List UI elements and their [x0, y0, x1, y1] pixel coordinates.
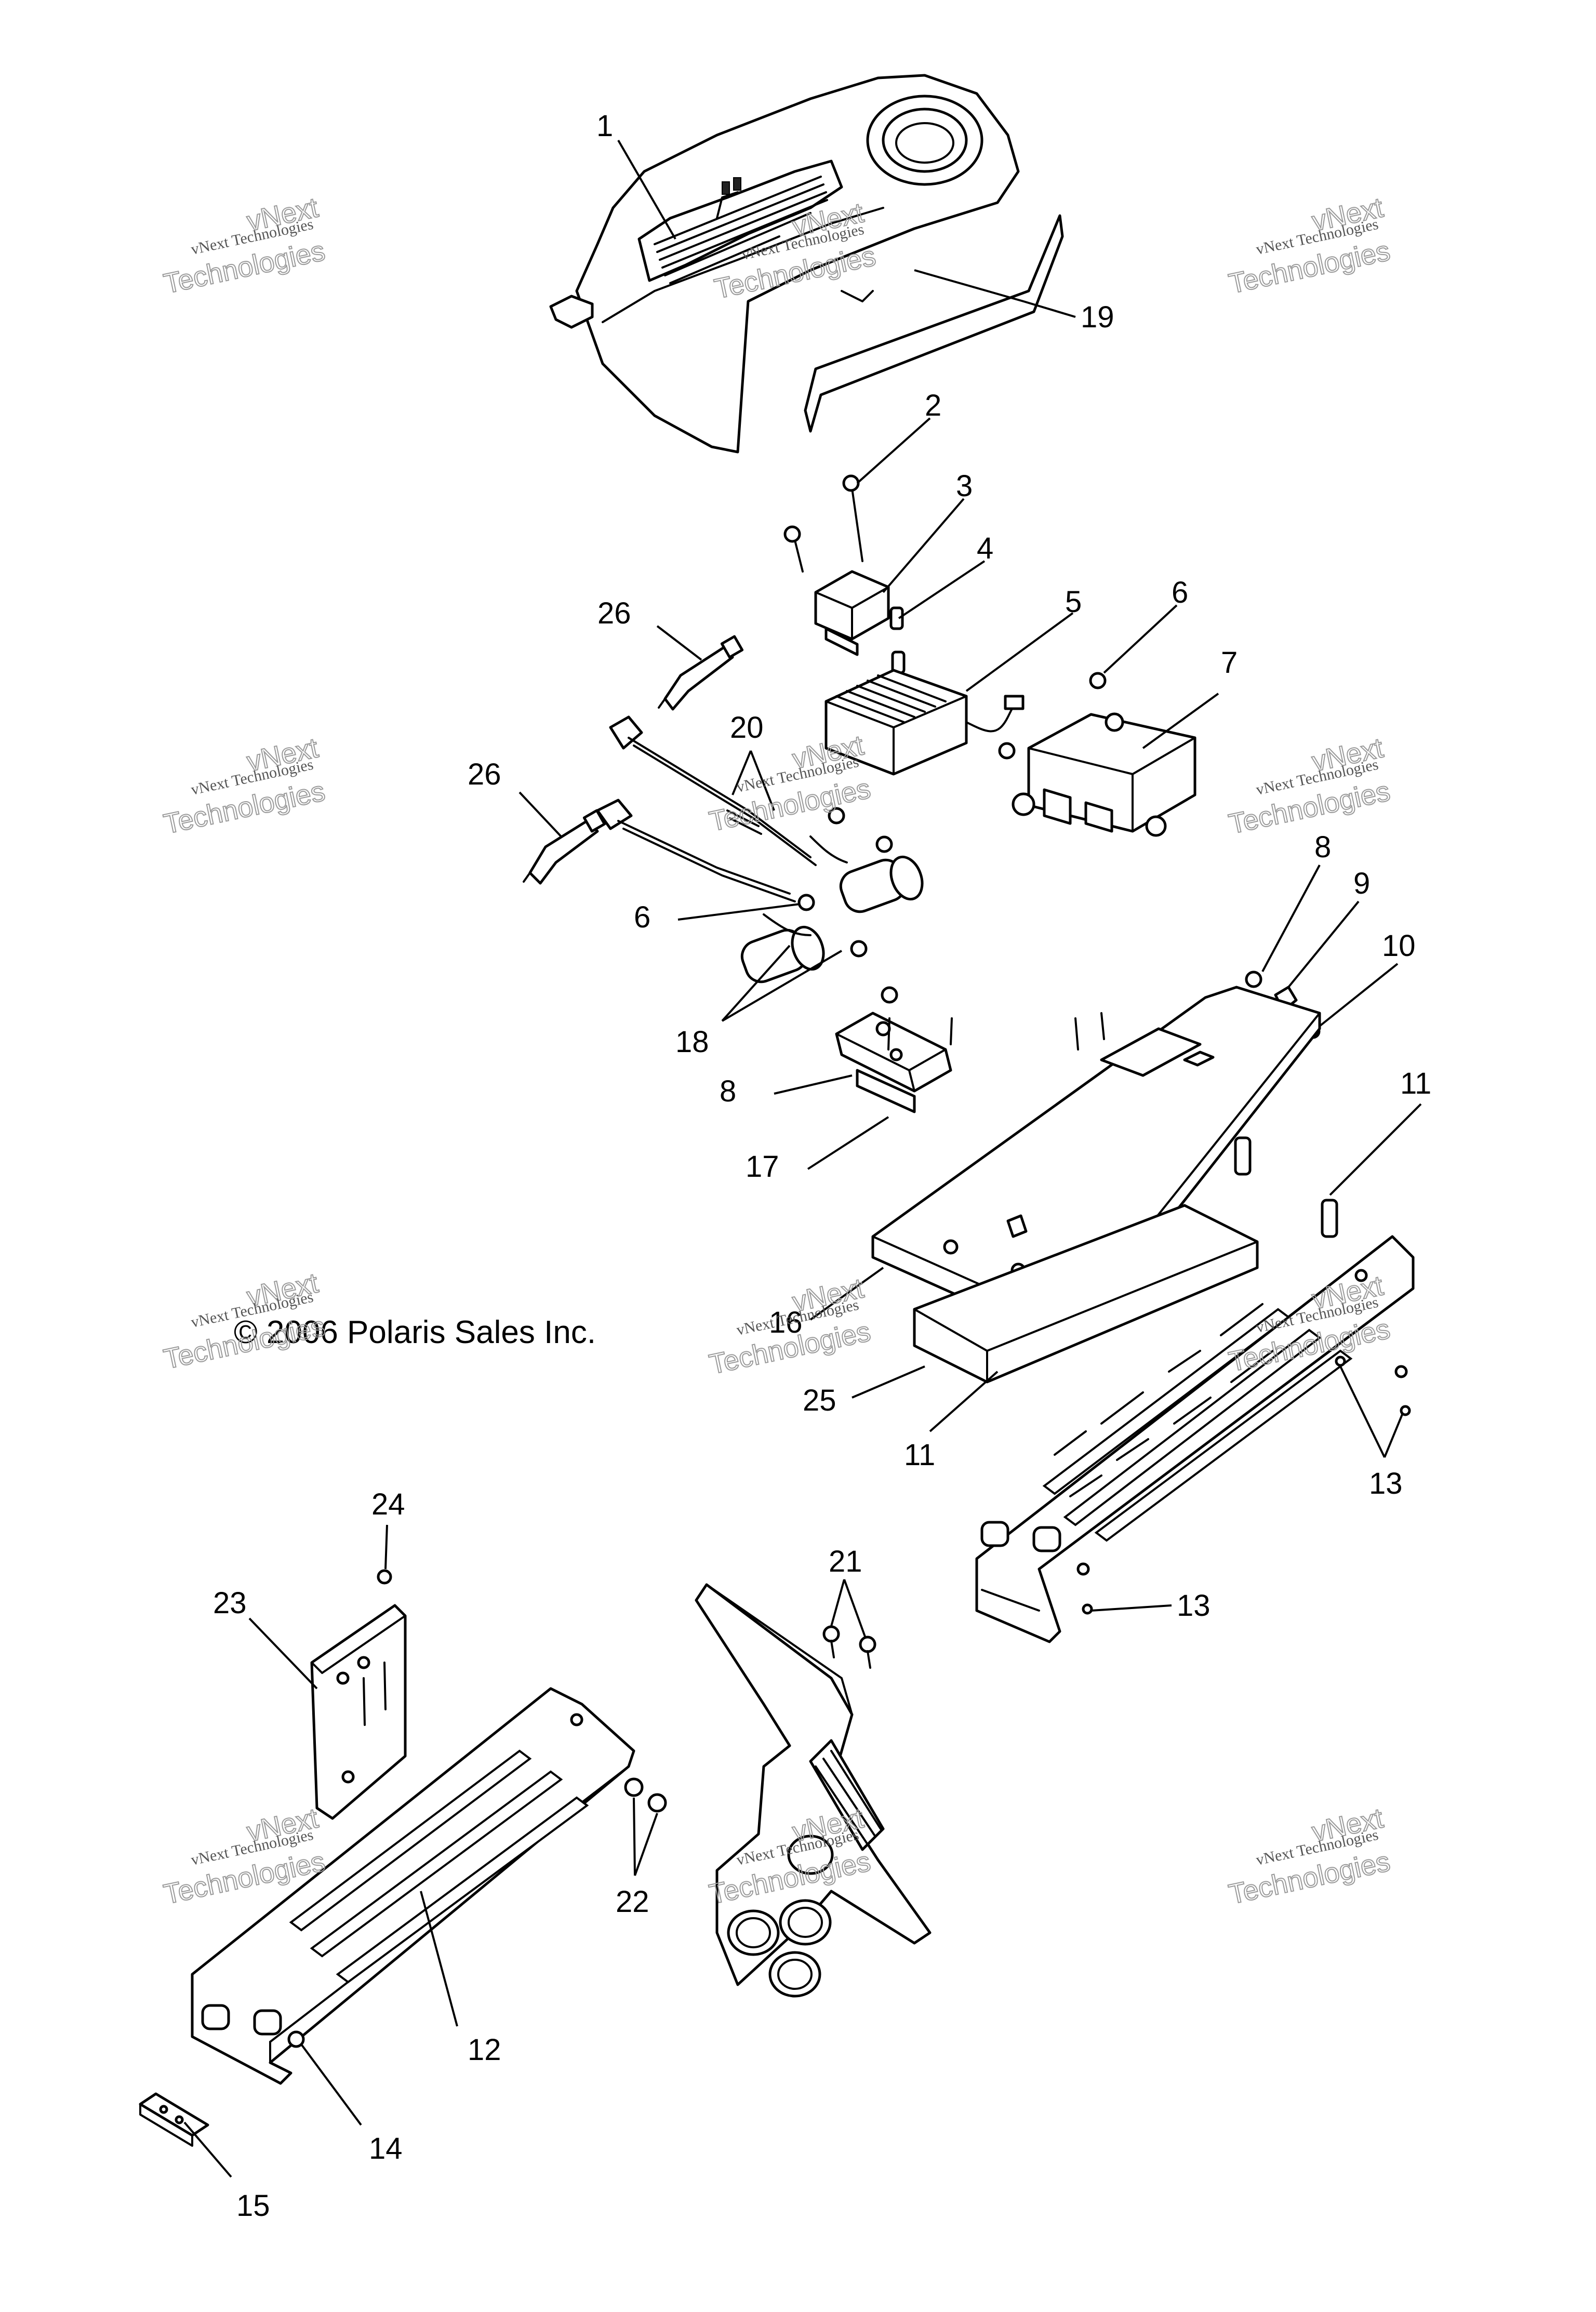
part-pins-13 [1082, 1356, 1411, 1615]
callout-12: 12 [468, 2033, 501, 2067]
part-nuts-6 [797, 672, 1107, 1004]
callout-2: 2 [925, 389, 941, 422]
callout-24: 24 [371, 1487, 405, 1521]
callout-10: 10 [1382, 929, 1416, 963]
part-spacer-4 [889, 606, 906, 674]
part-coil-bracket-8 [835, 1012, 953, 1113]
callout-6-lower: 6 [634, 900, 650, 934]
callout-3: 3 [956, 469, 973, 503]
part-skid-plate-right [975, 1235, 1415, 1643]
part-plug-wires-20 [596, 715, 817, 902]
callout-8-lower: 8 [720, 1074, 736, 1108]
callout-26-upper: 26 [597, 596, 631, 630]
callout-11-lower: 11 [904, 1438, 935, 1472]
part-plate-15 [139, 2092, 209, 2147]
watermark-mid-right: vNext vNext Technologies Technologies [1226, 732, 1393, 840]
part-center-bracket [695, 1583, 932, 1998]
callout-18: 18 [675, 1025, 709, 1059]
part-regulator-5 [824, 669, 1025, 776]
part-foam-pad-25 [913, 1204, 1259, 1384]
part-cdi-box-7 [1012, 712, 1196, 837]
callout-4: 4 [977, 532, 993, 565]
watermark-mid-left: vNext vNext Technologies Technologies [161, 732, 328, 840]
copyright-notice: © 2006 Polaris Sales Inc. [234, 1314, 596, 1350]
callout-15: 15 [236, 2189, 270, 2223]
callout-26-lower: 26 [468, 758, 501, 791]
callout-11-upper: 11 [1400, 1067, 1431, 1100]
watermark-top-right: vNext vNext Technologies Technologies [1226, 191, 1393, 300]
part-dash-cover [549, 74, 1020, 454]
part-screw-24 [377, 1569, 392, 1585]
callout-19: 19 [1081, 300, 1114, 334]
callout-8-upper: 8 [1314, 830, 1331, 864]
callout-20: 20 [730, 711, 764, 745]
callout-7: 7 [1221, 646, 1238, 680]
callout-5: 5 [1065, 585, 1082, 619]
watermark-mid-center: vNext vNext Technologies Technologies [706, 729, 874, 838]
grille-slots [654, 176, 828, 284]
callout-16: 16 [769, 1306, 803, 1339]
watermark-top-left: vNext vNext Technologies Technologies [161, 191, 328, 300]
callout-25: 25 [803, 1384, 836, 1417]
callout-6-upper: 6 [1172, 576, 1188, 609]
callout-14: 14 [369, 2132, 403, 2165]
part-bolts-21 [822, 1625, 876, 1669]
part-bolts-2 [783, 474, 863, 573]
part-bracket-23 [310, 1604, 407, 1820]
callout-22: 22 [616, 1885, 649, 1919]
callout-13-lower: 13 [1177, 1589, 1211, 1623]
part-skid-plate-left [191, 1687, 635, 2085]
callout-1: 1 [596, 109, 613, 143]
watermark-bottom-right: vNext vNext Technologies Technologies [1226, 1802, 1393, 1910]
part-spark-plug-lower [523, 809, 606, 885]
callout-17: 17 [746, 1150, 779, 1184]
part-nut-8 [1245, 971, 1262, 988]
speaker-ring [866, 95, 983, 186]
part-relay-3 [814, 570, 890, 656]
part-ignition-coils-18 [740, 835, 924, 984]
callout-13-upper: 13 [1369, 1467, 1403, 1500]
leader-lines [183, 139, 1422, 2178]
callout-9: 9 [1353, 867, 1370, 900]
callout-labels: 1 19 2 3 4 26 5 6 7 20 26 6 8 9 10 18 11… [213, 109, 1431, 2223]
callout-21: 21 [829, 1545, 862, 1578]
part-spark-plug-upper [658, 635, 744, 711]
part-nuts-22 [624, 1777, 667, 1813]
part-trim-strip [804, 214, 1064, 433]
watermark-low-center: vNext vNext Technologies Technologies [706, 1272, 874, 1380]
callout-23: 23 [213, 1586, 247, 1620]
